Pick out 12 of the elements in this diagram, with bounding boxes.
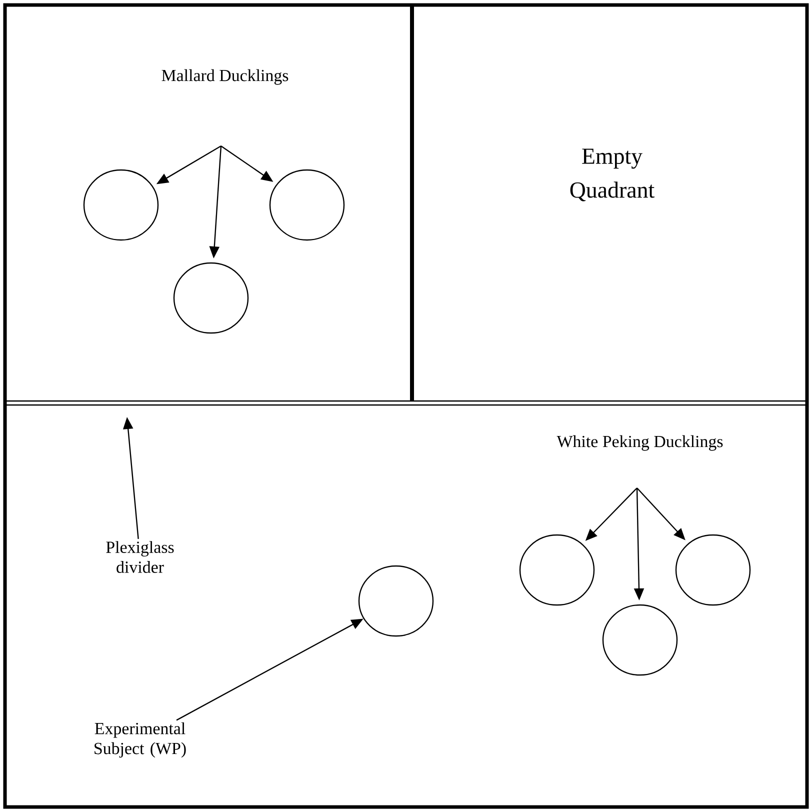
duckling-circle <box>519 534 595 606</box>
duckling-circle <box>675 534 751 606</box>
text-label: Mallard Ducklings <box>162 69 288 85</box>
duckling-circle <box>358 565 434 637</box>
duckling-circle <box>173 262 249 334</box>
text-label: Experimental Subject (WP) <box>94 722 186 758</box>
text-label: Plexiglass divider <box>106 541 174 573</box>
duckling-circle <box>269 169 345 241</box>
duckling-circle <box>602 604 678 676</box>
text-label: White Peking Ducklings <box>556 435 723 451</box>
duckling-circle <box>83 169 159 241</box>
quadrant-label: Empty Quadrant <box>570 148 654 202</box>
